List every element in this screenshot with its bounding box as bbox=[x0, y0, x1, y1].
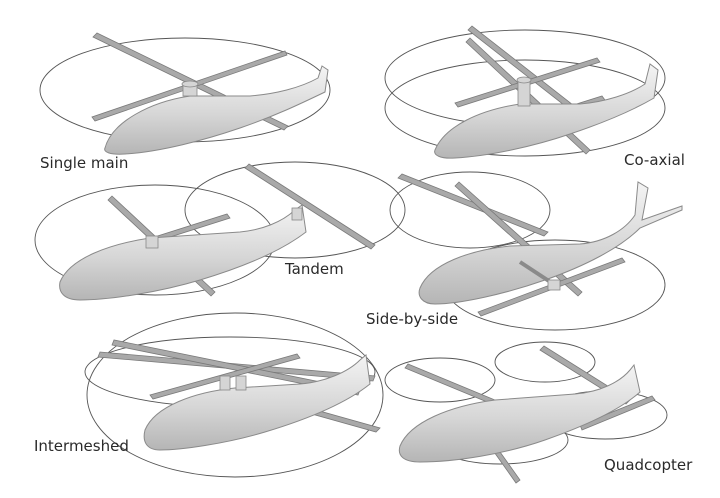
label-side-by-side: Side-by-side bbox=[366, 310, 458, 328]
helicopter-side-by-side bbox=[390, 172, 682, 330]
label-quadcopter: Quadcopter bbox=[604, 456, 693, 474]
label-intermeshed: Intermeshed bbox=[34, 437, 129, 455]
helicopter-co-axial bbox=[385, 26, 665, 158]
label-single-main: Single main bbox=[40, 154, 128, 172]
label-tandem: Tandem bbox=[284, 260, 344, 278]
helicopter-tandem bbox=[35, 162, 405, 300]
helicopter-single-main bbox=[40, 33, 330, 154]
label-co-axial: Co-axial bbox=[624, 151, 685, 169]
helicopter-intermeshed bbox=[85, 313, 383, 477]
